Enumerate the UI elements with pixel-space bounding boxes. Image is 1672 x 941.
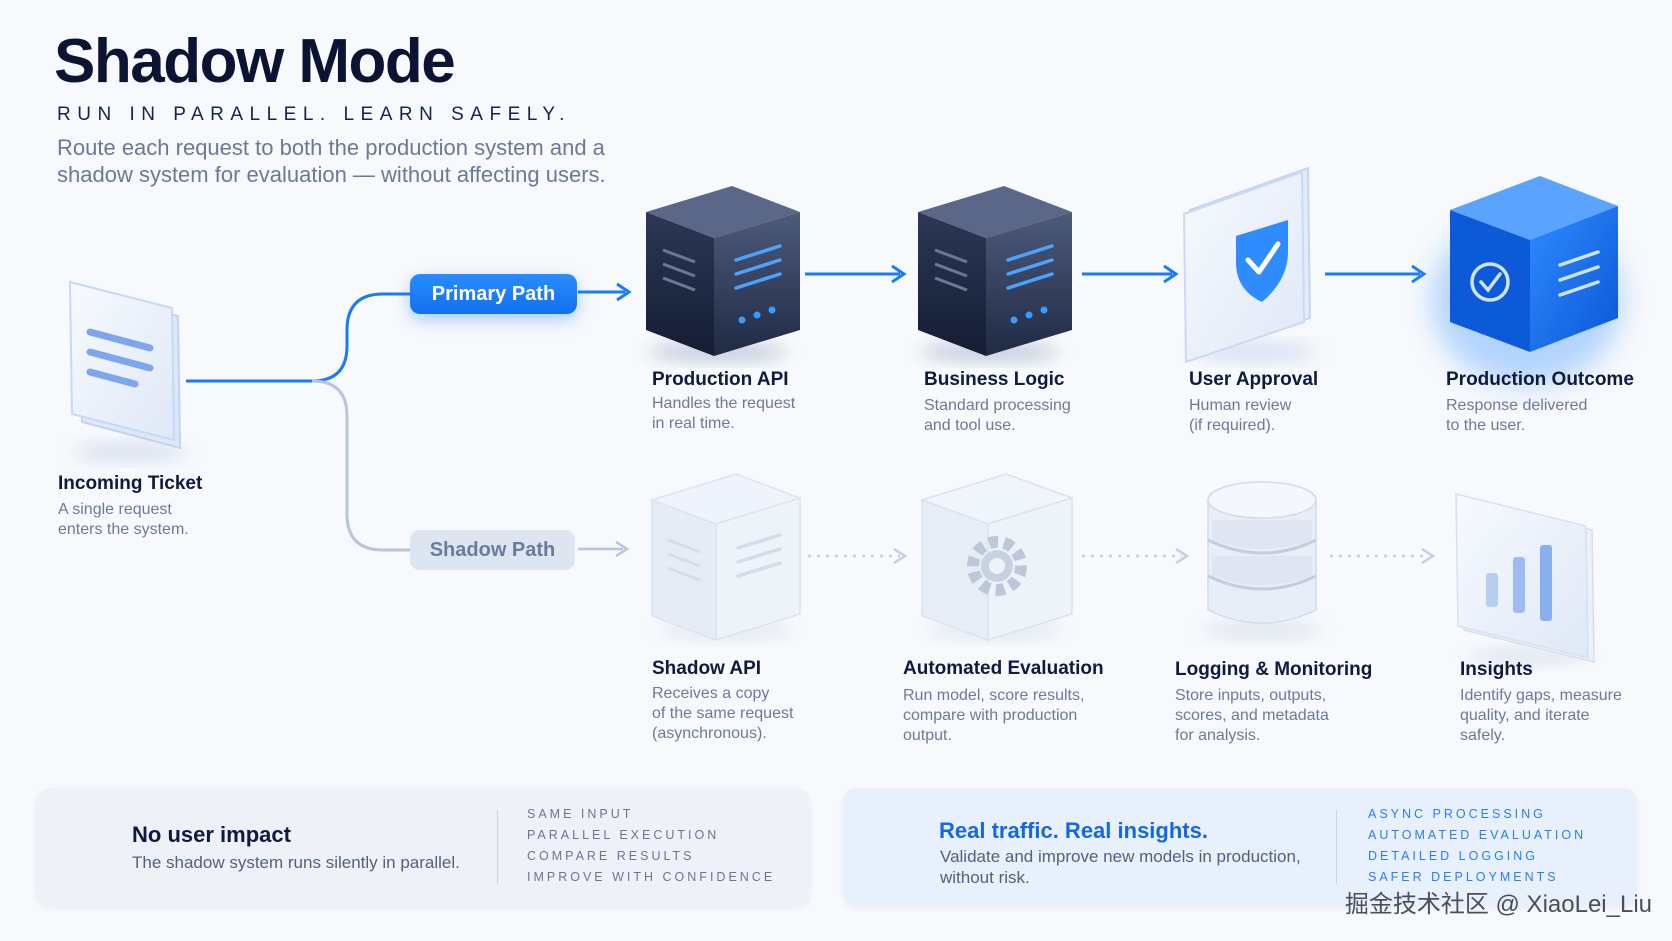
desc-line: Human review xyxy=(1189,397,1292,414)
tag: COMPARE RESULTS xyxy=(527,849,695,863)
primary-arrow xyxy=(805,264,907,284)
desc-line: Standard processing xyxy=(924,397,1071,414)
page-title: Shadow Mode xyxy=(54,27,456,96)
desc-line: Identify gaps, measure xyxy=(1460,687,1622,704)
tag: ASYNC PROCESSING xyxy=(1368,807,1546,821)
desc-line: Run model, score results, xyxy=(903,687,1085,704)
shadow-arrow xyxy=(808,547,908,565)
shadow-arrow xyxy=(1330,547,1436,565)
tag: DETAILED LOGGING xyxy=(1368,849,1539,863)
shadow-branch-line xyxy=(311,379,410,552)
shield-check-icon xyxy=(1182,166,1317,364)
page-subtitle: RUN IN PARALLEL. LEARN SAFELY. xyxy=(57,104,571,125)
shadow-arrow xyxy=(578,540,630,558)
node-title-automated-evaluation: Automated Evaluation xyxy=(903,658,1104,679)
page-description: Route each request to both the productio… xyxy=(57,135,606,187)
desc-line: without risk. xyxy=(940,868,1030,887)
desc-line: (if required). xyxy=(1189,417,1276,434)
card-subtitle: The shadow system runs silently in paral… xyxy=(132,853,460,872)
node-title-insights: Insights xyxy=(1460,659,1533,680)
tag: PARALLEL EXECUTION xyxy=(527,828,720,842)
node-desc-production-outcome: Response delivered to the user. xyxy=(1446,396,1587,436)
card-subtitle: Validate and improve new models in produ… xyxy=(940,846,1301,888)
node-title-user-approval: User Approval xyxy=(1189,369,1319,390)
desc-line: Handles the request xyxy=(652,395,796,412)
primary-path-label: Primary Path xyxy=(410,274,577,314)
node-desc-shadow-api: Receives a copy of the same request (asy… xyxy=(652,684,793,744)
desc-line: for analysis. xyxy=(1175,727,1261,744)
outcome-cube-icon xyxy=(1432,176,1622,385)
incoming-ticket-title: Incoming Ticket xyxy=(58,473,203,494)
primary-branch-line xyxy=(186,292,410,383)
shadow-arrow xyxy=(1082,547,1190,565)
shadow-server-icon xyxy=(649,473,803,642)
primary-arrow xyxy=(578,282,632,302)
node-desc-insights: Identify gaps, measure quality, and iter… xyxy=(1460,686,1622,746)
primary-arrow xyxy=(1082,264,1179,284)
desc-line: of the same request xyxy=(652,705,794,722)
real-traffic-card: Real traffic. Real insights. Validate an… xyxy=(843,788,1637,906)
bar-chart-icon xyxy=(1455,493,1595,665)
node-desc-user-approval: Human review (if required). xyxy=(1189,396,1291,436)
desc-line: quality, and iterate xyxy=(1460,707,1590,724)
shadow-path-label: Shadow Path xyxy=(410,530,575,570)
tag: SAFER DEPLOYMENTS xyxy=(1368,870,1559,884)
node-desc-business-logic: Standard processing and tool use. xyxy=(924,396,1071,436)
node-title-shadow-api: Shadow API xyxy=(652,658,762,679)
incoming-ticket-desc: A single request enters the system. xyxy=(58,500,189,540)
desc-line: to the user. xyxy=(1446,417,1526,434)
primary-arrow xyxy=(1325,264,1427,284)
desc-line: output. xyxy=(903,727,952,744)
desc-line: Store inputs, outputs, xyxy=(1175,687,1327,704)
node-title-logging-monitoring: Logging & Monitoring xyxy=(1175,659,1373,680)
card-title: No user impact xyxy=(132,822,291,847)
tag-list: ASYNC PROCESSING AUTOMATED EVALUATION DE… xyxy=(1368,804,1586,888)
watermark: 掘金技术社区 @ XiaoLei_Liu xyxy=(1344,891,1652,918)
card-title: Real traffic. Real insights. xyxy=(939,818,1208,843)
node-title-production-outcome: Production Outcome xyxy=(1446,369,1634,390)
desc-line: compare with production xyxy=(903,707,1078,724)
node-desc-logging-monitoring: Store inputs, outputs, scores, and metad… xyxy=(1175,686,1329,746)
desc-line: enters the system. xyxy=(58,521,189,538)
desc-line: in real time. xyxy=(652,415,735,432)
no-user-impact-card: No user impact The shadow system runs si… xyxy=(36,788,810,906)
tag: AUTOMATED EVALUATION xyxy=(1368,828,1587,842)
desc-line: Validate and improve new models in produ… xyxy=(940,847,1301,866)
card-divider xyxy=(1336,810,1337,884)
desc-line: (asynchronous). xyxy=(652,725,767,742)
logic-server-icon xyxy=(918,186,1072,362)
desc-line: safely. xyxy=(1460,727,1506,744)
gear-icon xyxy=(919,473,1075,642)
node-title-production-api: Production API xyxy=(652,369,789,390)
desc-line: scores, and metadata xyxy=(1175,707,1329,724)
database-icon xyxy=(1202,481,1322,640)
desc-line: Response delivered xyxy=(1446,397,1588,414)
node-desc-automated-evaluation: Run model, score results, compare with p… xyxy=(903,686,1084,746)
server-icon xyxy=(646,186,800,362)
node-desc-production-api: Handles the request in real time. xyxy=(652,394,795,434)
desc-line: and tool use. xyxy=(924,417,1016,434)
node-title-business-logic: Business Logic xyxy=(924,369,1065,390)
tag-list: SAME INPUT PARALLEL EXECUTION COMPARE RE… xyxy=(527,804,775,888)
desc-line: Receives a copy xyxy=(652,685,770,702)
tag: SAME INPUT xyxy=(527,807,634,821)
card-divider xyxy=(497,810,498,884)
tag: IMPROVE WITH CONFIDENCE xyxy=(527,870,776,884)
ticket-icon xyxy=(68,280,188,462)
desc-line: A single request xyxy=(58,501,172,518)
